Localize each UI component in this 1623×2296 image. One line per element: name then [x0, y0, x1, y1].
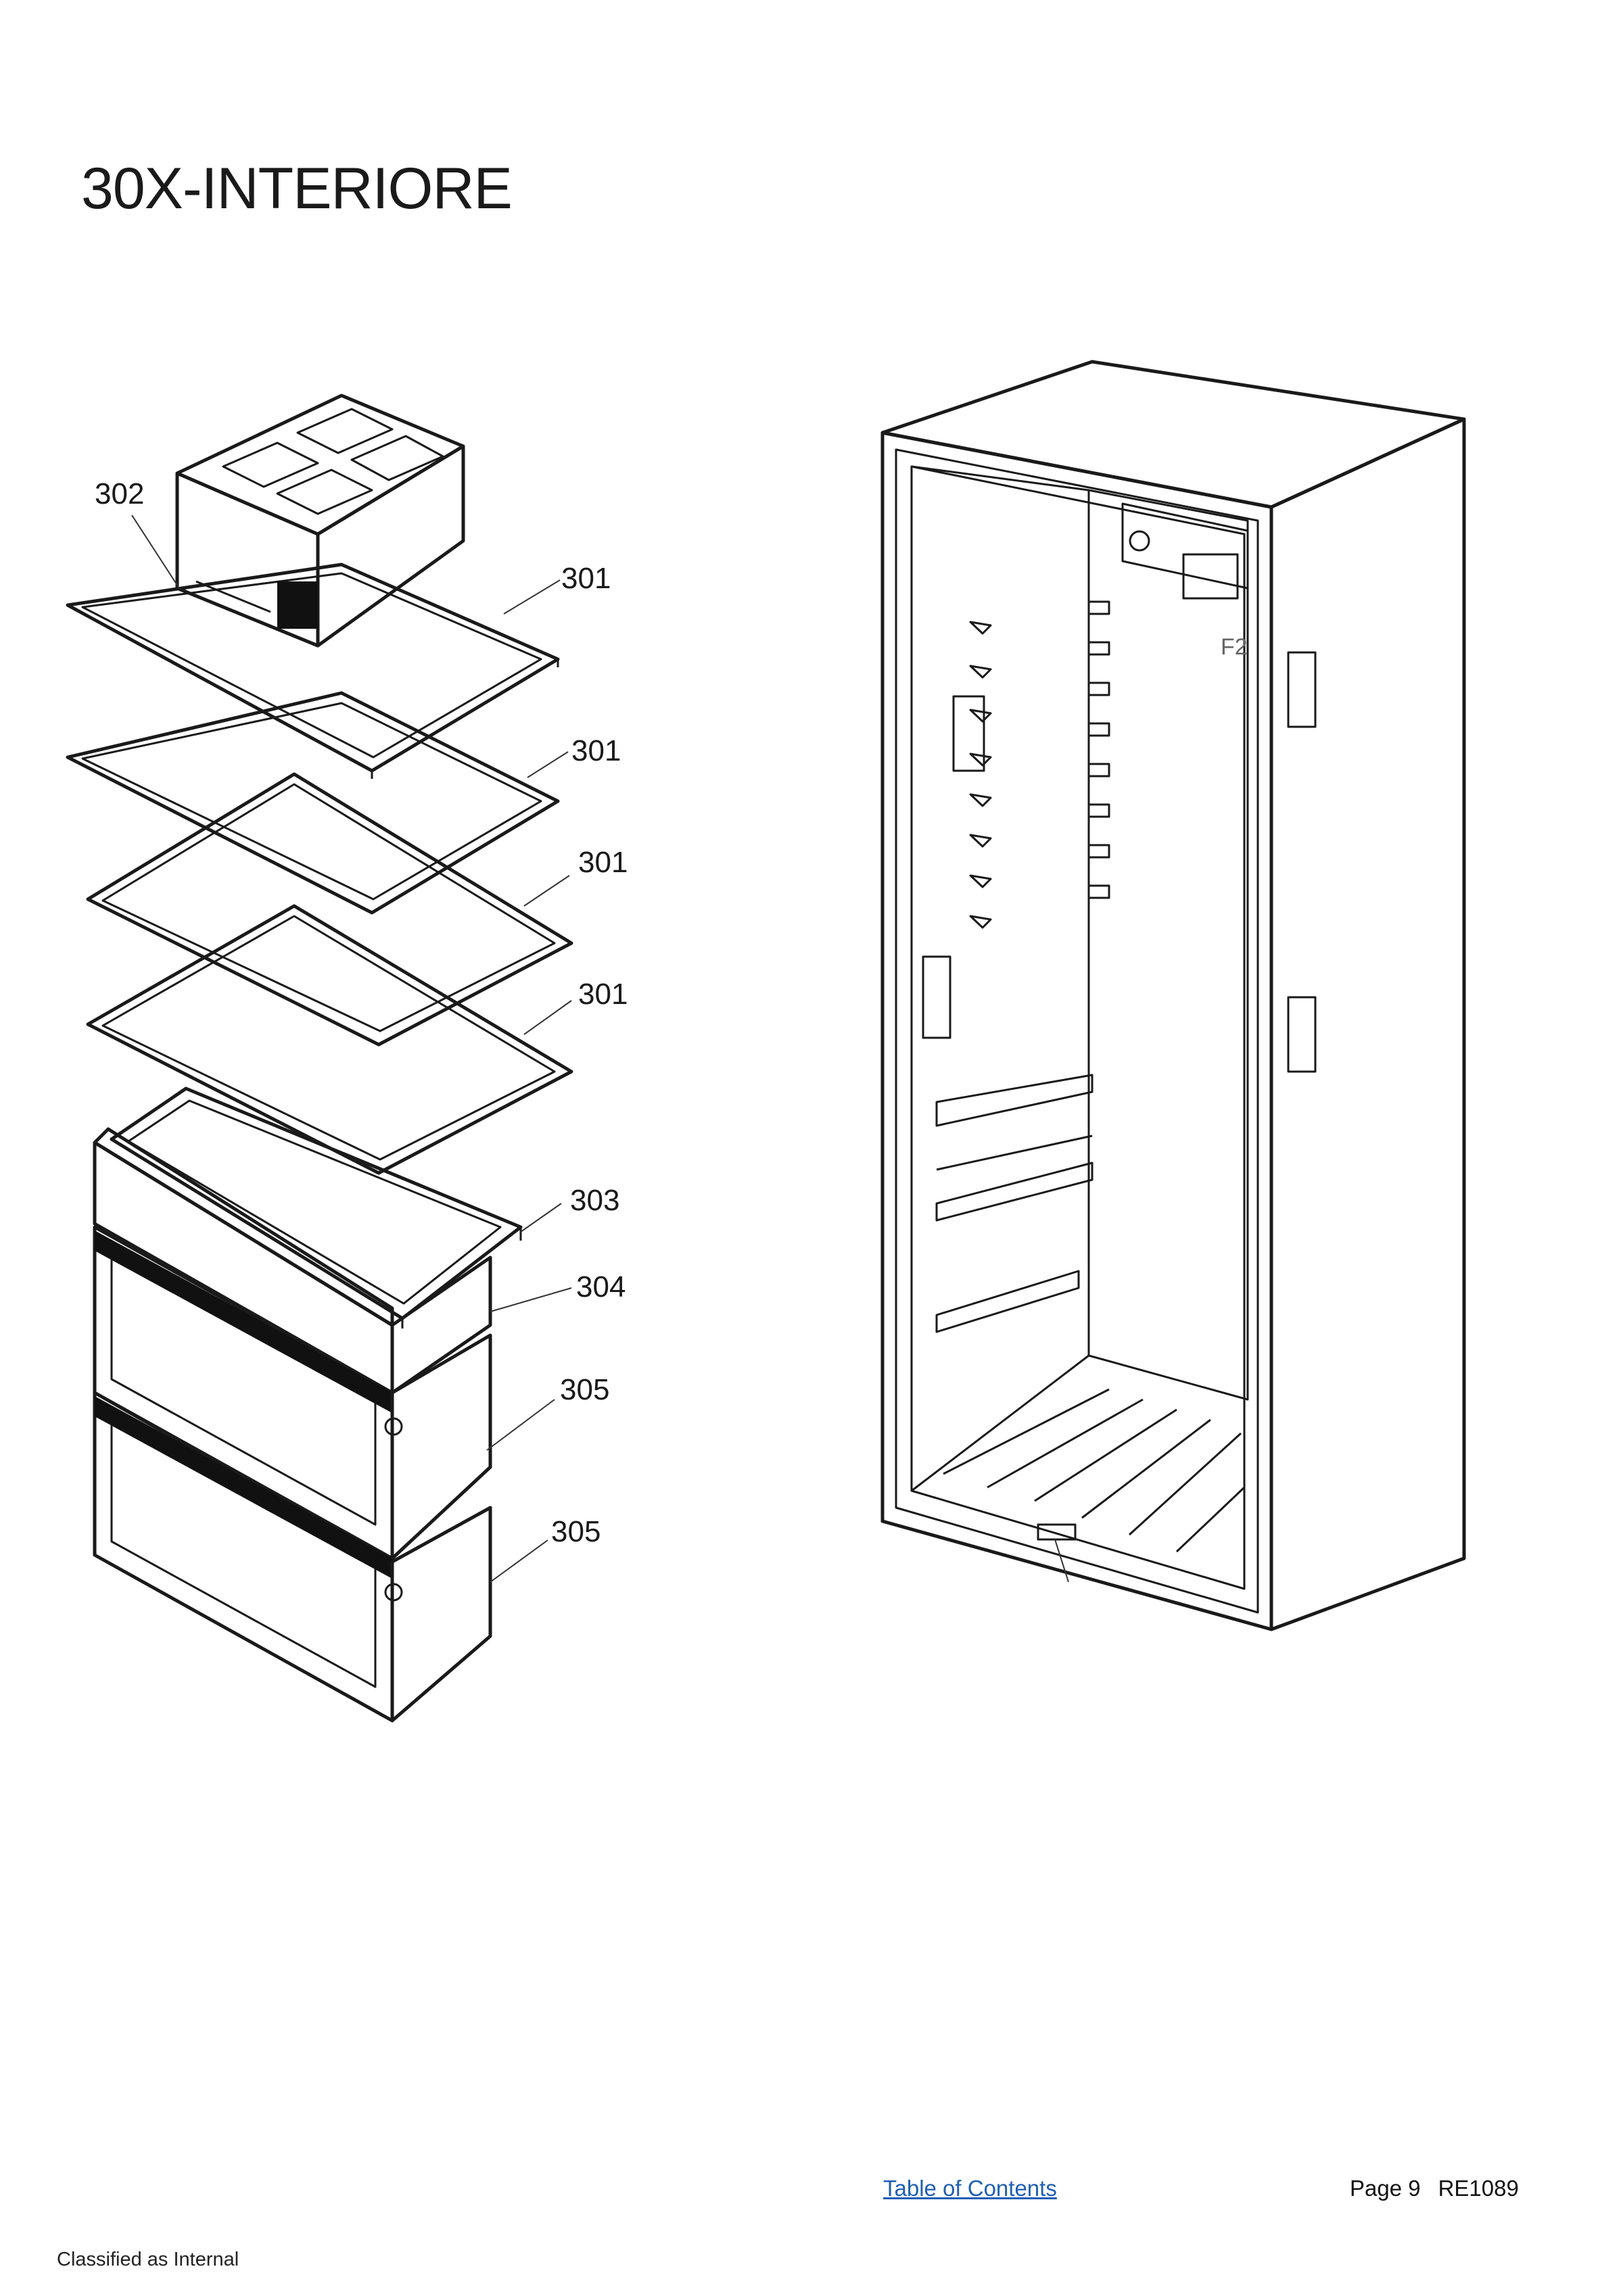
leader-302 — [131, 515, 180, 589]
callout-302: 302 — [95, 477, 144, 510]
page-info: Page 9 RE1089 — [1350, 2176, 1536, 2201]
table-of-contents-link[interactable]: Table of Contents — [883, 2176, 1057, 2201]
side-panel-vent-lower — [1287, 996, 1317, 1073]
callout-301-c: 301 — [578, 846, 628, 879]
leader-305a — [486, 1399, 555, 1451]
shelf-support-pegs — [969, 600, 1110, 929]
storage-box-302 — [175, 393, 465, 648]
label-f2: F2 — [1221, 634, 1248, 660]
floor-ribs — [943, 1388, 1246, 1553]
glass-shelf-4 — [86, 904, 573, 1175]
document-code: RE1089 — [1438, 2176, 1519, 2201]
leader-301b — [527, 751, 569, 778]
classification-label: Classified as Internal — [57, 2249, 239, 2270]
leader-301a — [503, 579, 561, 615]
refrigerator-cabinet: F2 — [880, 360, 1466, 1631]
side-panel-vent-upper — [1287, 651, 1317, 728]
vent-lower — [922, 955, 951, 1039]
leader-301c — [523, 875, 570, 907]
page-title: 30X-INTERIORE — [81, 156, 513, 221]
callout-301-a: 301 — [561, 562, 611, 595]
vegetable-drawer-305-lower — [93, 1391, 492, 1723]
glass-shelf-3 — [86, 772, 573, 1047]
vent-upper — [952, 695, 985, 772]
leader-301d — [523, 1000, 572, 1035]
glass-shelf-2 — [66, 691, 560, 915]
parts-group: 302 301 301 301 301 303 304 305 305 — [66, 393, 628, 1723]
page-number: Page 9 — [1350, 2176, 1421, 2201]
callout-303: 303 — [570, 1184, 619, 1217]
callout-305-b: 305 — [551, 1515, 601, 1548]
lower-shelf-rails — [935, 1074, 1093, 1333]
callout-301-d: 301 — [578, 978, 628, 1011]
callout-305-a: 305 — [560, 1373, 609, 1406]
callout-301-b: 301 — [571, 734, 621, 767]
leader-305b — [490, 1539, 548, 1583]
leader-303 — [520, 1203, 562, 1233]
callout-304: 304 — [576, 1270, 626, 1304]
leader-304 — [490, 1287, 572, 1312]
